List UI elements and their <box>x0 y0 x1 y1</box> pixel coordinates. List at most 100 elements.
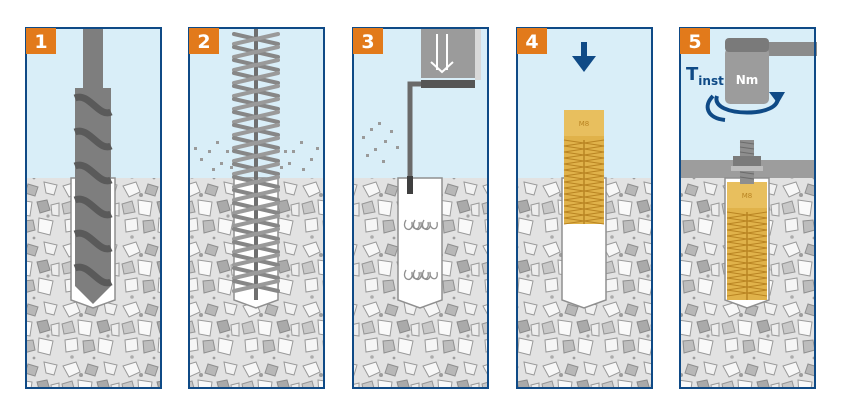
brush-bristle <box>232 266 280 280</box>
anchor-size-label: M8 <box>579 120 590 128</box>
brush-bristle <box>232 175 280 189</box>
dust-particle <box>316 147 319 150</box>
dust-particle <box>200 158 203 161</box>
dust-particle <box>396 146 399 149</box>
cleaning-brush-icon <box>232 28 280 300</box>
dust-particle <box>378 122 381 125</box>
step-number: 5 <box>688 31 701 53</box>
dust-particle <box>310 158 313 161</box>
torque-symbol: T <box>686 64 699 85</box>
blow-pump-icon <box>407 28 481 194</box>
brush-bristle <box>232 84 280 98</box>
brush-core <box>254 28 258 300</box>
dust-particle <box>208 150 211 153</box>
dust-particle <box>230 166 233 169</box>
brush-bristle <box>232 136 280 150</box>
brush-bristle <box>232 71 280 85</box>
step-badge <box>26 28 56 54</box>
drill-hole <box>397 177 443 309</box>
dust-particle <box>216 141 219 144</box>
dust-particle <box>220 162 223 165</box>
anchor-size-label: M8 <box>742 192 753 200</box>
dust-particle <box>284 150 287 153</box>
dust-particle <box>362 136 365 139</box>
pump-tube <box>407 81 421 194</box>
brush-bristle <box>232 162 280 176</box>
step-number: 1 <box>34 31 47 53</box>
hex-nut <box>733 156 761 166</box>
drill-shank <box>83 28 103 88</box>
air-swirl <box>412 269 429 280</box>
rotation-arrow-icon <box>769 92 785 104</box>
torque-label: Tinst <box>686 64 724 88</box>
pump-nozzle <box>407 176 413 194</box>
step-number: 4 <box>525 31 538 53</box>
wrench-head <box>725 48 769 104</box>
dust-particle <box>212 168 215 171</box>
step-badge <box>680 28 710 54</box>
drill-flute <box>73 229 113 253</box>
step-number: 2 <box>197 31 210 53</box>
down-arrow-icon <box>581 42 587 60</box>
hex-bolt-icon <box>731 140 763 184</box>
torque-unit-label: Nm <box>736 73 759 87</box>
drill-bit-icon <box>73 28 113 304</box>
dust-particle <box>302 168 305 171</box>
panel-border <box>25 27 162 389</box>
panel-border <box>188 27 325 389</box>
dust-particle <box>288 162 291 165</box>
thread-line <box>739 151 755 155</box>
dust-particle <box>366 154 369 157</box>
dust-particle <box>382 160 385 163</box>
expansion-anchor-icon: M8 <box>563 110 605 225</box>
drill-flute <box>73 263 113 287</box>
dust-particle <box>226 150 229 153</box>
dust-particle <box>292 150 295 153</box>
brush-bristle <box>232 253 280 267</box>
step-badge <box>189 28 219 54</box>
step-badge <box>353 28 383 54</box>
brush-bristle <box>232 58 280 72</box>
dust-particle <box>370 128 373 131</box>
air-swirl <box>403 269 420 280</box>
dust-particle <box>280 166 283 169</box>
wrench-cap <box>725 38 769 52</box>
brush-bristle <box>232 97 280 111</box>
washer <box>731 166 763 171</box>
step-4-panel: M8 4 <box>516 27 653 389</box>
thread-line <box>739 176 755 180</box>
drill-flute <box>73 127 113 151</box>
brush-bristle <box>232 201 280 215</box>
anchor-collar <box>564 110 604 136</box>
brush-bristle <box>232 279 280 293</box>
air-swirl <box>403 219 420 230</box>
drill-flute <box>73 161 113 185</box>
brush-bristle <box>232 123 280 137</box>
rotation-arrow-icon <box>714 95 780 115</box>
drill-flute <box>73 195 113 219</box>
thread-line <box>739 146 755 150</box>
air-swirl <box>421 269 438 280</box>
thread-line <box>739 171 755 175</box>
panel-border <box>352 27 489 389</box>
panel-border <box>679 27 816 389</box>
pump-arrow <box>430 61 454 74</box>
dust-particle <box>194 147 197 150</box>
step-badge <box>517 28 547 54</box>
panel-border <box>516 27 653 389</box>
down-arrow-icon <box>572 56 596 72</box>
step-5-panel: M8 Nm Tinst 5 <box>679 27 817 389</box>
torque-wrench-icon: Nm <box>725 38 817 104</box>
torque-subscript: inst <box>698 74 724 88</box>
brush-bristle <box>232 149 280 163</box>
brush-bristle <box>232 227 280 241</box>
air-swirl <box>412 219 429 230</box>
step-2-panel: 2 <box>188 27 325 389</box>
rotation-arrow-icon <box>705 94 726 122</box>
thread-line <box>739 141 755 145</box>
air-swirl <box>421 219 438 230</box>
anchor-collar <box>727 182 767 208</box>
brush-bristle <box>232 240 280 254</box>
